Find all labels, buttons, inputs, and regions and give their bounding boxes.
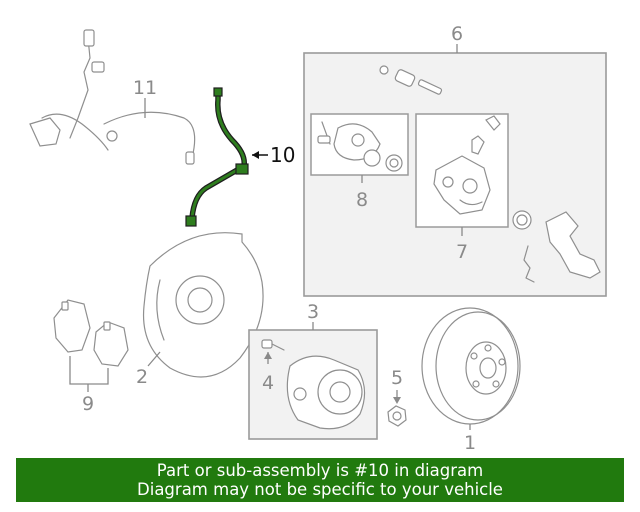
brake-rotor-part[interactable]	[421, 307, 521, 425]
brake-hose-group: 10	[185, 87, 295, 227]
hub-bearing-part[interactable]	[286, 355, 366, 430]
rotor-group: 1	[421, 307, 521, 454]
callout-3[interactable]: 3	[307, 301, 319, 323]
backing-plate-part[interactable]	[142, 232, 264, 378]
guide-pin-kit[interactable]	[379, 65, 443, 95]
callout-2[interactable]: 2	[136, 366, 148, 388]
banner-line-1: Part or sub-assembly is #10 in diagram	[156, 461, 484, 480]
hub-nut-part[interactable]	[387, 405, 407, 427]
backing-plate-group: 2	[136, 232, 264, 388]
brake-pad-left[interactable]	[53, 299, 91, 353]
callout-8[interactable]: 8	[356, 189, 368, 211]
abs-sensor-group: 11	[29, 29, 196, 165]
caliper-assembly-group: 6 8 7	[303, 23, 607, 297]
nut-group: 5	[387, 367, 407, 427]
brake-hose-part[interactable]	[185, 87, 249, 227]
callout-6[interactable]: 6	[451, 23, 463, 45]
notice-banner: Part or sub-assembly is #10 in diagram D…	[16, 458, 624, 502]
abs-sensor-part[interactable]	[29, 29, 196, 165]
callout-5[interactable]: 5	[391, 367, 403, 389]
hub-bolt-part[interactable]	[261, 339, 285, 351]
caliper-body-part[interactable]	[433, 115, 501, 215]
brake-pads-group: 9	[53, 299, 129, 415]
parts-diagram: 6 8 7	[29, 23, 607, 454]
callout-10[interactable]: 10	[270, 143, 295, 167]
callout-11[interactable]: 11	[133, 77, 157, 99]
callout-7[interactable]: 7	[456, 241, 468, 263]
banner-line-2: Diagram may not be specific to your vehi…	[137, 480, 503, 499]
hub-assembly-group: 3 4	[248, 301, 378, 440]
callout-1[interactable]: 1	[464, 432, 476, 454]
wheel-cylinder-part[interactable]	[317, 121, 403, 172]
brake-pad-right[interactable]	[93, 321, 129, 367]
caliper-bracket-part[interactable]	[512, 210, 601, 283]
callout-4[interactable]: 4	[262, 372, 274, 394]
callout-9[interactable]: 9	[82, 393, 94, 415]
